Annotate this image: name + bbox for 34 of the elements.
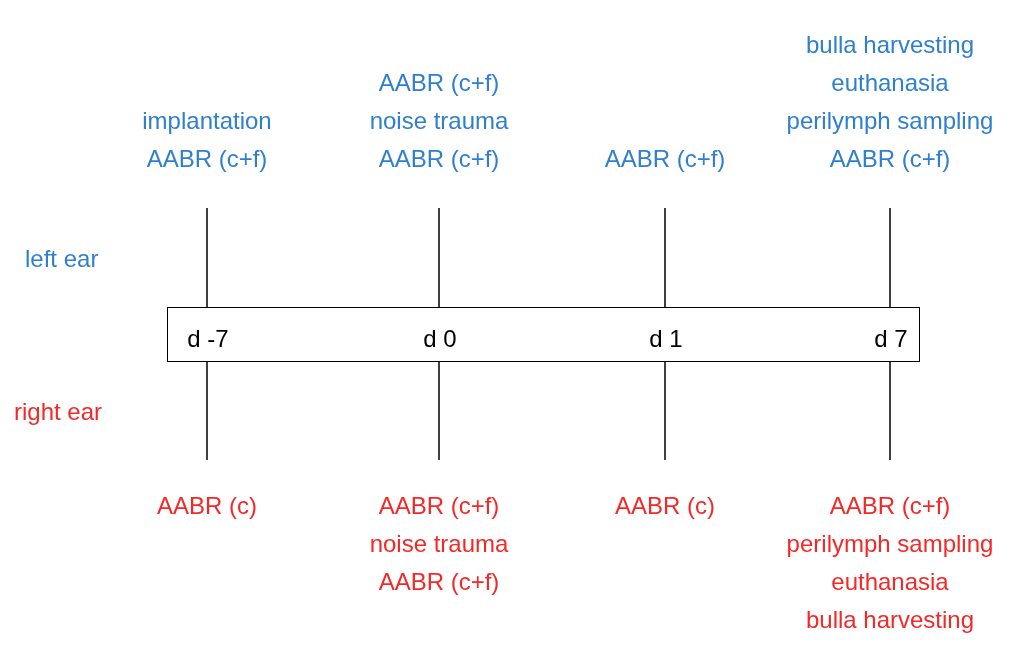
connector-line bbox=[664, 361, 666, 461]
event-label: AABR (c+f) bbox=[829, 491, 951, 521]
ear-label: left ear bbox=[25, 244, 99, 274]
day-label: d -7 bbox=[187, 324, 229, 354]
event-label: implantation bbox=[142, 106, 272, 136]
event-label: perilymph sampling bbox=[786, 106, 994, 136]
event-label: AABR (c+f) bbox=[378, 144, 500, 174]
event-label: AABR (c+f) bbox=[146, 144, 268, 174]
day-label: d 0 bbox=[423, 324, 457, 354]
connector-line bbox=[664, 207, 666, 308]
day-label: d 7 bbox=[874, 324, 908, 354]
event-label: bulla harvesting bbox=[805, 605, 975, 635]
event-label: AABR (c+f) bbox=[378, 491, 500, 521]
timeline-bar bbox=[167, 307, 920, 362]
event-label: AABR (c+f) bbox=[604, 144, 726, 174]
event-label: AABR (c+f) bbox=[829, 144, 951, 174]
event-label: bulla harvesting bbox=[805, 30, 975, 60]
event-label: euthanasia bbox=[831, 68, 949, 98]
ear-label: right ear bbox=[14, 397, 103, 427]
day-label: d 1 bbox=[649, 324, 683, 354]
connector-line bbox=[206, 361, 208, 461]
event-label: AABR (c) bbox=[615, 491, 715, 521]
event-label: noise trauma bbox=[369, 529, 509, 559]
event-label: AABR (c+f) bbox=[378, 567, 500, 597]
event-label: noise trauma bbox=[369, 106, 509, 136]
connector-line bbox=[206, 207, 208, 308]
event-label: AABR (c+f) bbox=[378, 68, 500, 98]
event-label: euthanasia bbox=[831, 567, 949, 597]
connector-line bbox=[438, 361, 440, 461]
connector-line bbox=[889, 207, 891, 308]
event-label: perilymph sampling bbox=[786, 529, 994, 559]
connector-line bbox=[438, 207, 440, 308]
event-label: AABR (c) bbox=[157, 491, 257, 521]
connector-line bbox=[889, 361, 891, 461]
